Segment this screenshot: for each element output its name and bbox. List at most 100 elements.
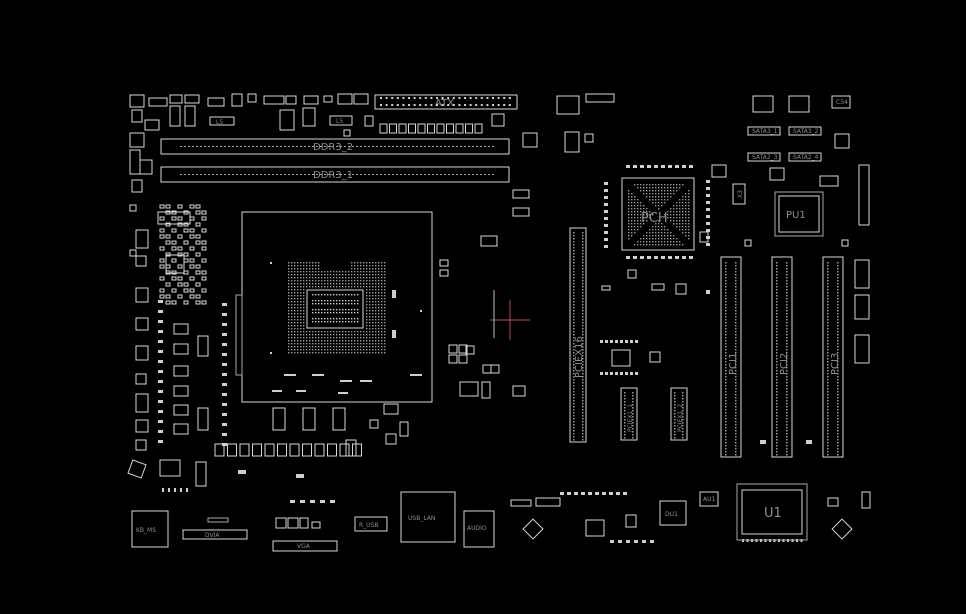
smd — [189, 294, 195, 299]
slot-pin — [725, 406, 727, 408]
atx-connector[interactable]: ATX — [374, 94, 518, 110]
cpu-pin — [363, 265, 365, 267]
capacitor — [436, 123, 445, 134]
slot-pin — [786, 358, 788, 360]
cpu-pin — [321, 340, 323, 342]
slot-pin — [786, 451, 788, 453]
cpu-pin — [369, 277, 371, 279]
smd — [330, 500, 335, 503]
slot-pin — [827, 325, 829, 327]
ddr3-1-slot[interactable]: DDR3_1 — [160, 166, 510, 183]
atx-pin — [441, 104, 444, 106]
au1-chip[interactable]: AU1 — [699, 491, 719, 507]
l5-label-b: L5 — [336, 118, 343, 125]
cpu-pin — [384, 334, 386, 336]
r-usb-port[interactable]: R_USB — [354, 516, 388, 532]
cpu-pin — [372, 328, 374, 330]
cpu-pin — [375, 292, 377, 294]
pch-ball — [655, 184, 657, 186]
smd — [600, 340, 603, 343]
cpu-pin — [372, 352, 374, 354]
pch-ball — [640, 214, 642, 216]
slot-pin — [776, 361, 778, 363]
pu1-chip[interactable]: PU1 — [774, 191, 824, 237]
cpu-pin — [291, 304, 293, 306]
ddr-side-components — [129, 132, 538, 247]
cpu-pin — [381, 262, 383, 264]
cpu-pin — [324, 271, 326, 273]
cpu-pin — [384, 295, 386, 297]
cpu-pin — [384, 307, 386, 309]
usb-lan-port[interactable]: USB_LAN — [400, 491, 456, 543]
cpu-pin — [381, 292, 383, 294]
cpu-pin — [378, 274, 380, 276]
slot-pin — [573, 352, 575, 354]
pch-chip[interactable]: PCH — [621, 177, 695, 251]
cpu-pin — [381, 274, 383, 276]
slot-pin — [837, 451, 839, 453]
cpu-pin — [294, 313, 296, 315]
vga-port[interactable]: VGA — [272, 517, 338, 552]
cpu-pin — [363, 283, 365, 285]
pch-ball — [670, 241, 672, 243]
cpu-pin — [336, 349, 338, 351]
slot-pin — [725, 307, 727, 309]
slot-pin — [827, 304, 829, 306]
slot-pin — [827, 319, 829, 321]
pci2-slot[interactable]: PCI2 — [771, 256, 793, 458]
cpu-pin — [333, 309, 335, 311]
pci3-slot[interactable]: PCI3 — [822, 256, 844, 458]
pch-ball — [649, 232, 651, 234]
slot-pin — [786, 361, 788, 363]
capacitor — [314, 443, 325, 457]
slot-pin — [632, 401, 634, 403]
ddr3-2-slot[interactable]: DDR3_2 — [160, 138, 510, 155]
pciex1-1-slot[interactable]: PCIEX1_1 — [620, 387, 638, 441]
u1-chip[interactable]: U1 — [736, 483, 808, 541]
slot-pin — [786, 430, 788, 432]
cpu-pin — [372, 289, 374, 291]
pch-ball — [643, 187, 645, 189]
du1-chip[interactable]: DU1 — [659, 500, 687, 526]
cpu-pin — [297, 289, 299, 291]
slot-pin — [735, 319, 737, 321]
pch-ball — [646, 244, 648, 246]
audio-port[interactable]: AUDIO — [463, 510, 495, 548]
cpu-pin — [357, 321, 359, 323]
slot-pin — [735, 379, 737, 381]
smd — [195, 240, 201, 245]
smd — [615, 340, 618, 343]
kb-ms-port[interactable]: KB_MS — [131, 510, 169, 548]
smd — [158, 410, 163, 413]
pciex16-slot[interactable]: PCIEX16 — [569, 227, 587, 443]
dvia-port[interactable]: DVIA — [182, 517, 248, 540]
cpu-pin — [315, 274, 317, 276]
cpu-pin — [363, 268, 365, 270]
pci1-slot[interactable]: PCI1 — [720, 256, 742, 458]
slot-pin — [837, 352, 839, 354]
cpu-pin — [303, 271, 305, 273]
cpu-pin — [381, 346, 383, 348]
cpu-pin — [291, 328, 293, 330]
slot-pin — [735, 376, 737, 378]
slot-pin — [582, 301, 584, 303]
pch-ball — [682, 211, 684, 213]
slot-pin — [573, 361, 575, 363]
slot-pin — [735, 265, 737, 267]
capacitor — [379, 123, 388, 134]
cpu-pin — [333, 340, 335, 342]
smd — [654, 256, 658, 259]
pch-ball — [661, 190, 663, 192]
cpu-pin — [312, 271, 314, 273]
pch-ball — [679, 220, 681, 222]
cpu-pin — [345, 303, 347, 305]
smd — [201, 258, 207, 263]
cpu-socket[interactable] — [235, 211, 433, 403]
slot-pin — [837, 445, 839, 447]
cpu-pin — [342, 343, 344, 345]
pch-ball — [634, 199, 636, 201]
cpu-pin — [378, 334, 380, 336]
pciex1-2-slot[interactable]: PCIEX1_2 — [670, 387, 688, 441]
slot-pin — [573, 367, 575, 369]
